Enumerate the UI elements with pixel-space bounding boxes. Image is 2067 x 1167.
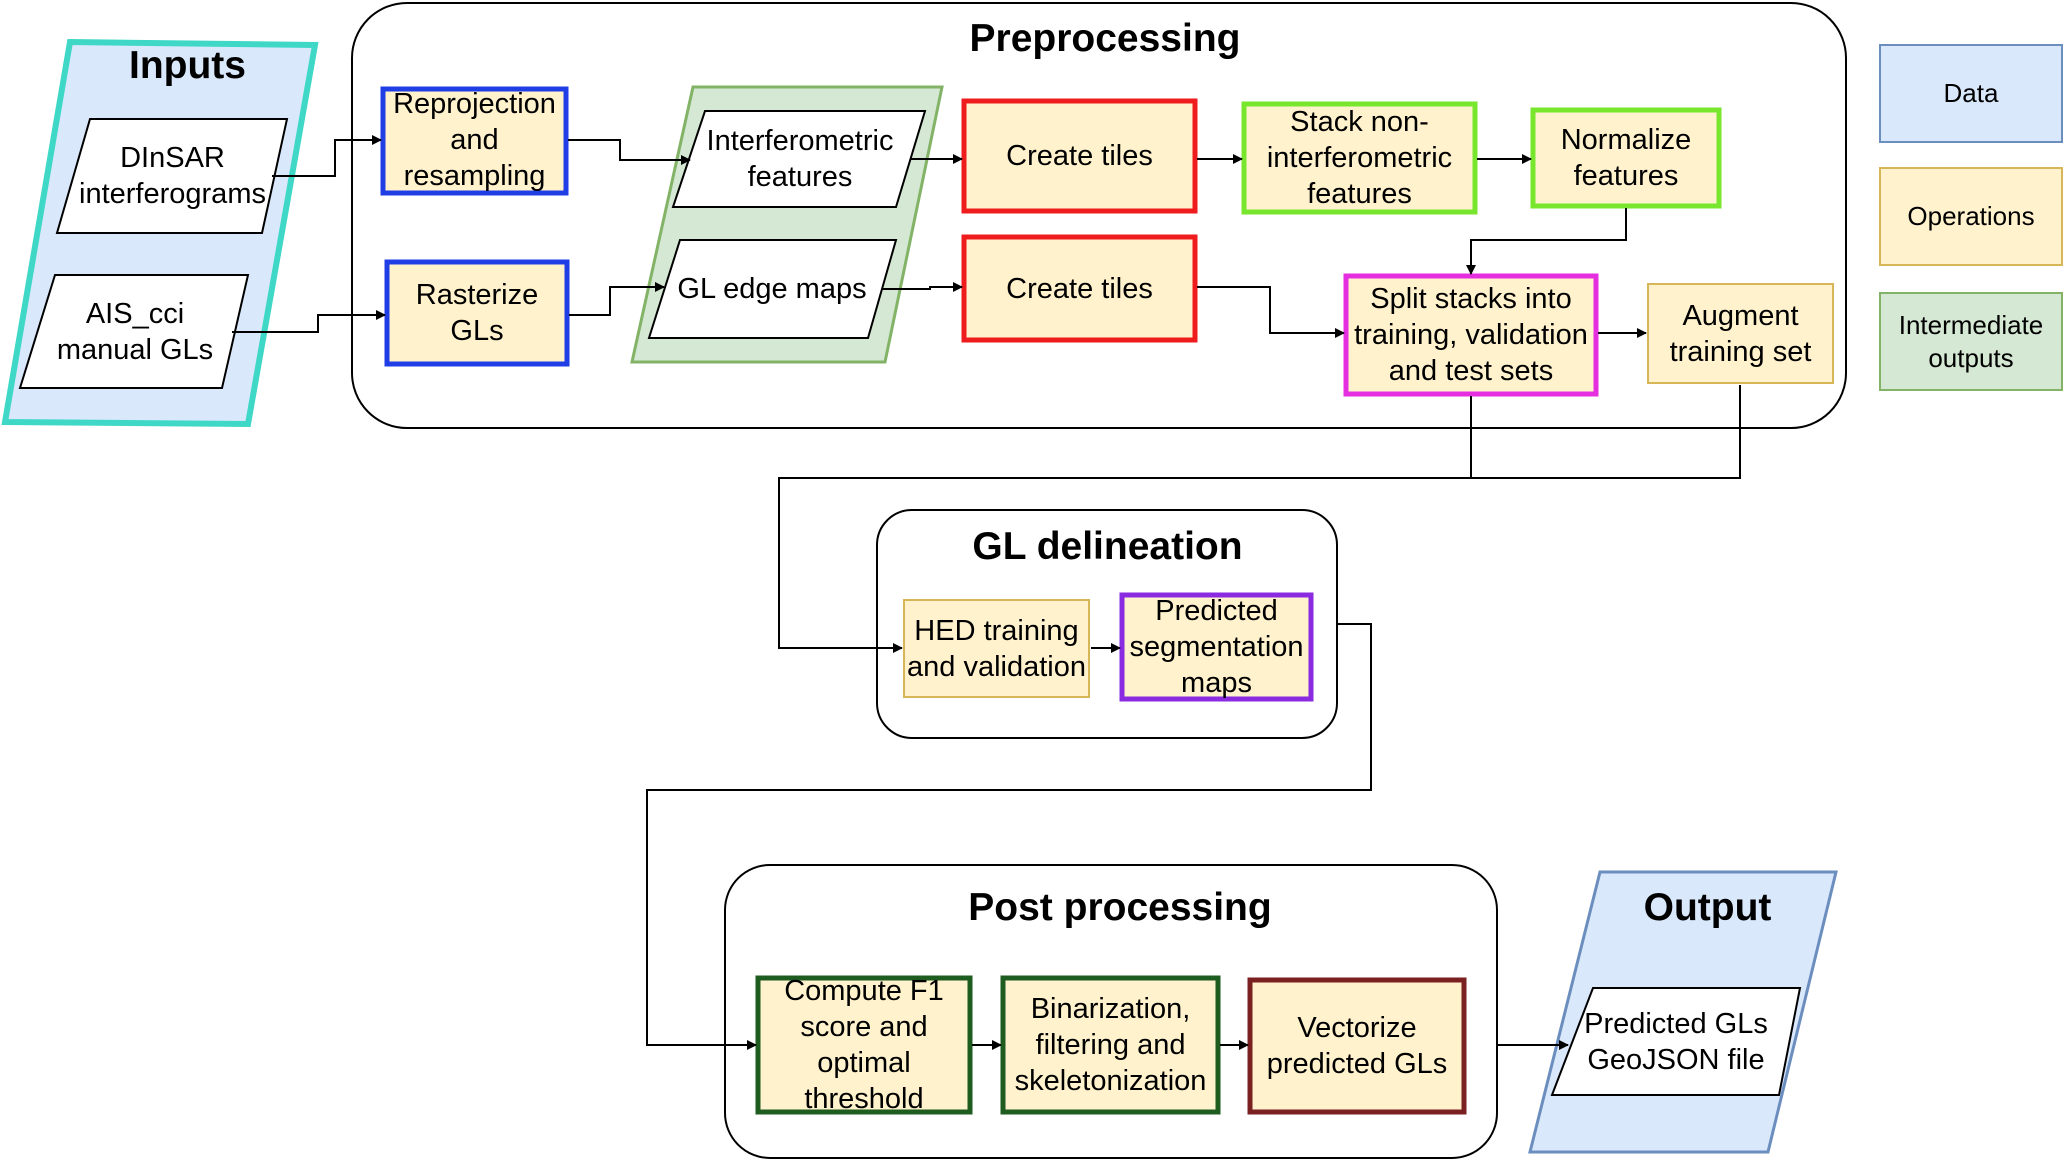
- post-processing-title: Post processing: [968, 886, 1272, 929]
- preprocessing-group: [351, 2, 1847, 429]
- dinsar-data-shape: [55, 118, 289, 234]
- binarization-box: [1000, 975, 1221, 1115]
- legend-data-label: Data: [1943, 78, 1999, 108]
- normalize-box: [1530, 107, 1722, 209]
- normalize-label: Normalize features: [1560, 124, 1692, 192]
- predicted-gls-label: Predicted GLs GeoJSON file: [1584, 1008, 1768, 1076]
- edge-reprojection-interferometric: [568, 139, 691, 165]
- predicted-maps-box: [1119, 592, 1314, 702]
- split-label: Split stacks into training, validation a…: [1354, 283, 1588, 387]
- reprojection-label: Reprojection and resampling: [393, 88, 556, 192]
- edge-tiles2-split: [1197, 286, 1345, 338]
- gl-delineation-title: GL delineation: [972, 525, 1243, 568]
- legend-data-swatch: [1879, 44, 2063, 143]
- create-tiles-1-box: [961, 98, 1198, 214]
- vectorize-label: Vectorize predicted GLs: [1266, 1012, 1448, 1080]
- edge-ais-rasterize: [232, 310, 386, 333]
- edge-predicted-maps-f1: [646, 623, 1372, 1050]
- create-tiles-2-box: [961, 234, 1198, 343]
- reprojection-box: [380, 86, 569, 196]
- edge-gledge-tiles2: [882, 282, 963, 292]
- split-box: [1343, 273, 1599, 397]
- create-tiles-1-label: Create tiles: [1006, 140, 1153, 172]
- predicted-maps-label: Predicted segmentation maps: [1129, 595, 1304, 699]
- legend-operations-swatch: [1879, 167, 2063, 266]
- interferometric-data-shape: [671, 110, 927, 208]
- legend-intermediate-swatch: [1879, 292, 2063, 391]
- edge-rasterize-gledge: [569, 282, 665, 316]
- stack-box: [1241, 101, 1478, 215]
- gl-edge-data-shape: [647, 239, 898, 339]
- edge-augment-merge: [1471, 385, 1741, 479]
- edge-split-hed: [778, 396, 1472, 653]
- ais-cci-label: AIS_cci manual GLs: [56, 298, 214, 366]
- gl-edge-label: GL edge maps: [677, 273, 867, 305]
- inputs-title: Inputs: [129, 44, 246, 87]
- hed-label: HED training and validation: [907, 614, 1086, 683]
- rasterize-box: [384, 259, 570, 367]
- legend-operations-label: Operations: [1907, 201, 2035, 231]
- augment-box: [1647, 283, 1834, 384]
- interferometric-label: Interferometric features: [706, 125, 894, 193]
- predicted-gls-data-shape: [1550, 987, 1802, 1096]
- f1-box: [755, 975, 973, 1115]
- augment-label: Augment training set: [1669, 299, 1812, 368]
- ais-cci-data-shape: [18, 274, 250, 389]
- edge-dinsar-reprojection: [272, 135, 382, 177]
- edge-normalize-split: [1466, 208, 1627, 275]
- create-tiles-2-label: Create tiles: [1006, 272, 1153, 305]
- preprocessing-title: Preprocessing: [969, 17, 1241, 60]
- rasterize-label: Rasterize GLs: [415, 279, 539, 347]
- vectorize-box: [1247, 977, 1467, 1115]
- legend-intermediate-label: Intermediate outputs: [1898, 309, 2044, 373]
- dinsar-label: DInSAR interferograms: [79, 142, 266, 210]
- stack-label: Stack non- interferometric features: [1266, 106, 1453, 210]
- output-title: Output: [1643, 886, 1772, 929]
- binarization-label: Binarization, filtering and skeletonizat…: [1014, 993, 1207, 1097]
- hed-box: [903, 599, 1090, 698]
- f1-label: Compute F1 score and optimal threshold: [784, 975, 944, 1115]
